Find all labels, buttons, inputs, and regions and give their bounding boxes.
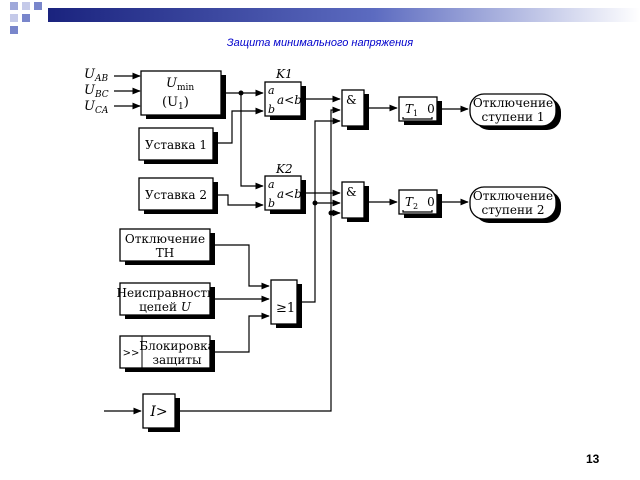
u1-label: (U1)	[162, 95, 189, 112]
and-gate-1: &	[341, 89, 369, 130]
k1-input-a: a	[268, 84, 275, 97]
comparator-k2: K2 a b a<b	[264, 162, 306, 214]
k2-input-a: a	[268, 178, 275, 191]
k2-label: K2	[275, 162, 293, 176]
or-gate-label: ≥1	[276, 301, 295, 316]
timer-t2-zero: 0	[427, 195, 435, 209]
u-circuit-fault-block: Неисправность цепей U	[117, 282, 215, 319]
timer-t1-bracket	[402, 117, 433, 120]
vt-off-line2: ТН	[156, 246, 174, 260]
k2-input-b: b	[268, 197, 275, 210]
block-line2: защиты	[152, 353, 201, 367]
header-decoration	[10, 2, 640, 34]
umin-label: Umin	[166, 76, 194, 93]
output-1-line2: ступени 1	[482, 110, 545, 124]
fault-line2: цепей U	[139, 300, 192, 314]
comparator-k1: K1 a b a<b	[264, 67, 306, 120]
timer-t2-label: T2	[405, 195, 418, 211]
output-stage-2: Отключение ступени 2	[469, 186, 561, 223]
or-gate: ≥1	[270, 279, 302, 328]
wiring	[176, 89, 469, 412]
output-2-line1: Отключение	[473, 189, 553, 203]
timer-t1-zero: 0	[427, 102, 435, 116]
and-gate-2-label: &	[346, 185, 357, 199]
timer-t1: T1 0	[398, 96, 442, 125]
output-stage-1: Отключение ступени 1	[469, 93, 561, 130]
input-uab-label: UAB	[84, 67, 108, 84]
k1-label: K1	[275, 67, 293, 81]
timer-t1-label: T1	[405, 102, 418, 118]
k1-input-b: b	[268, 103, 275, 116]
and-gate-2: &	[341, 181, 369, 222]
setpoint-1-block: Уставка 1	[138, 127, 218, 164]
timer-t2: T2 0	[398, 189, 442, 218]
vt-off-line1: Отключение	[125, 232, 205, 246]
setpoint-2-block: Уставка 2	[138, 177, 218, 214]
vt-disconnect-block: Отключение ТН	[119, 228, 215, 265]
setpoint-2-label: Уставка 2	[145, 188, 207, 202]
current-relay-label: I>	[149, 404, 167, 420]
input-voltage-labels: UAB UBC UCA	[84, 67, 109, 116]
k1-expression: a<b	[277, 93, 302, 107]
block-line1: Блокировка	[139, 339, 214, 353]
fault-line1: Неисправность	[117, 286, 214, 300]
input-ubc-label: UBC	[84, 83, 109, 100]
setpoint-1-label: Уставка 1	[145, 138, 207, 152]
protection-block-block: >> Блокировка защиты	[119, 335, 215, 372]
output-1-line1: Отключение	[473, 96, 553, 110]
umin-measuring-block: Umin (U1)	[140, 70, 226, 119]
input-uca-label: UCA	[84, 99, 109, 116]
and-gate-1-label: &	[346, 93, 357, 107]
current-relay-block: I>	[142, 393, 180, 432]
slide-title: Защита минимального напряжения	[226, 37, 414, 49]
page-number: 13	[586, 452, 600, 466]
timer-t2-bracket	[402, 210, 433, 213]
output-2-line2: ступени 2	[482, 203, 545, 217]
k2-expression: a<b	[277, 187, 302, 201]
block-prefix: >>	[123, 348, 140, 359]
